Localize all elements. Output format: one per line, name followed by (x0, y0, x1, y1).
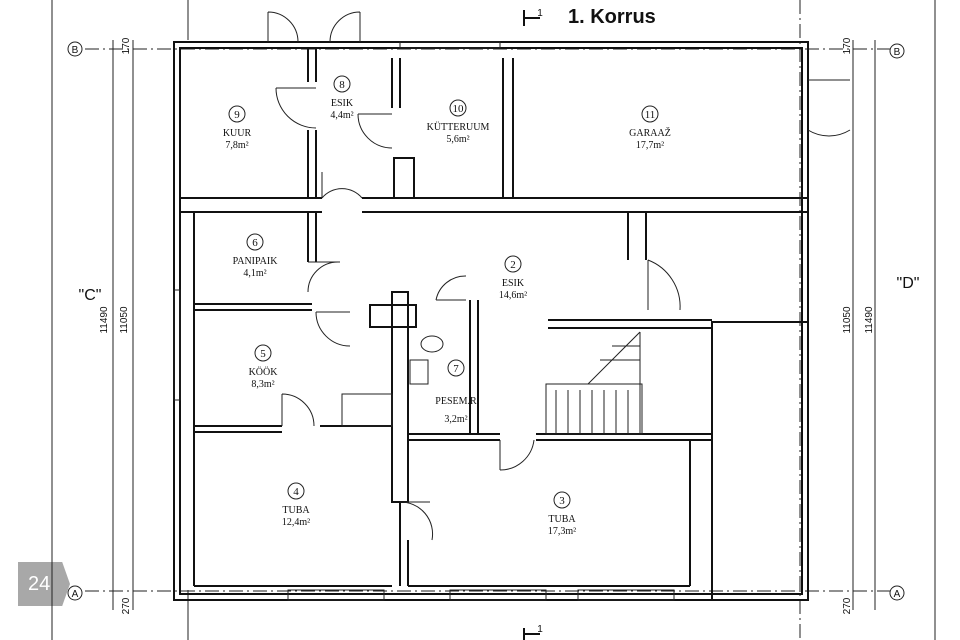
svg-text:8: 8 (339, 79, 345, 91)
svg-text:4,1m²: 4,1m² (243, 268, 266, 279)
svg-text:7: 7 (453, 363, 459, 375)
svg-text:8,3m²: 8,3m² (251, 379, 274, 390)
svg-text:14,6m²: 14,6m² (499, 290, 527, 301)
svg-text:ESIK: ESIK (331, 98, 354, 109)
axis-marker-b-right: B (889, 43, 905, 59)
axis-marker-a-right: A (889, 585, 905, 601)
page-number-badge: 24 (18, 562, 70, 606)
svg-text:A: A (72, 589, 79, 600)
svg-text:17,7m²: 17,7m² (636, 140, 664, 151)
axis-marker-b-left: B (67, 41, 83, 57)
dim-top-left: 170 (121, 37, 132, 54)
doors (267, 11, 851, 541)
dim-outer-right: 11490 (864, 306, 875, 334)
svg-text:A: A (894, 589, 901, 600)
room-7-pesemisruum: 7 PESEM.R 3,2m² (435, 359, 477, 425)
svg-text:9: 9 (234, 109, 240, 121)
dim-top-right: 170 (842, 37, 853, 54)
svg-text:1: 1 (537, 8, 543, 19)
svg-text:PESEM.R: PESEM.R (435, 396, 477, 407)
svg-text:4,4m²: 4,4m² (330, 110, 353, 121)
svg-text:2: 2 (510, 259, 516, 271)
bathroom-fixtures (341, 335, 444, 427)
svg-text:ESIK: ESIK (502, 278, 525, 289)
section-marker-top: 1 (523, 8, 543, 26)
dim-inner-right: 11050 (842, 306, 853, 334)
dim-bottom-left: 270 (121, 597, 132, 614)
interior-walls (180, 48, 808, 587)
svg-text:B: B (72, 45, 79, 56)
dim-outer-left: 11490 (99, 306, 110, 334)
svg-text:5: 5 (260, 348, 266, 360)
windows (173, 41, 675, 601)
svg-text:4: 4 (293, 486, 299, 498)
side-label-c: "C" (79, 287, 102, 304)
svg-text:5,6m²: 5,6m² (446, 134, 469, 145)
svg-text:KUUR: KUUR (223, 128, 252, 139)
svg-text:6: 6 (252, 237, 258, 249)
floor-title: 1. Korrus (568, 6, 656, 28)
outer-walls (173, 41, 809, 601)
svg-text:TUBA: TUBA (548, 514, 576, 525)
svg-text:12,4m²: 12,4m² (282, 517, 310, 528)
axis-marker-a-left: A (67, 585, 83, 601)
dim-bottom-right: 270 (842, 597, 853, 614)
svg-text:1: 1 (537, 624, 543, 635)
svg-text:KÖÖK: KÖÖK (249, 366, 279, 378)
svg-text:TUBA: TUBA (282, 505, 310, 516)
svg-text:11: 11 (645, 109, 656, 121)
svg-text:KÜTTERUUM: KÜTTERUUM (427, 121, 490, 133)
side-label-d: "D" (897, 275, 920, 292)
svg-text:10: 10 (453, 103, 465, 115)
svg-text:PANIPAIK: PANIPAIK (233, 256, 279, 267)
svg-text:3,2m²: 3,2m² (444, 414, 467, 425)
svg-text:3: 3 (559, 495, 565, 507)
svg-text:GARAAŽ: GARAAŽ (629, 127, 671, 139)
svg-text:B: B (894, 47, 901, 58)
svg-text:7,8m²: 7,8m² (225, 140, 248, 151)
staircase (545, 331, 643, 435)
section-marker-bottom: 1 (523, 624, 543, 640)
svg-text:17,3m²: 17,3m² (548, 526, 576, 537)
dim-inner-left: 11050 (119, 306, 130, 334)
